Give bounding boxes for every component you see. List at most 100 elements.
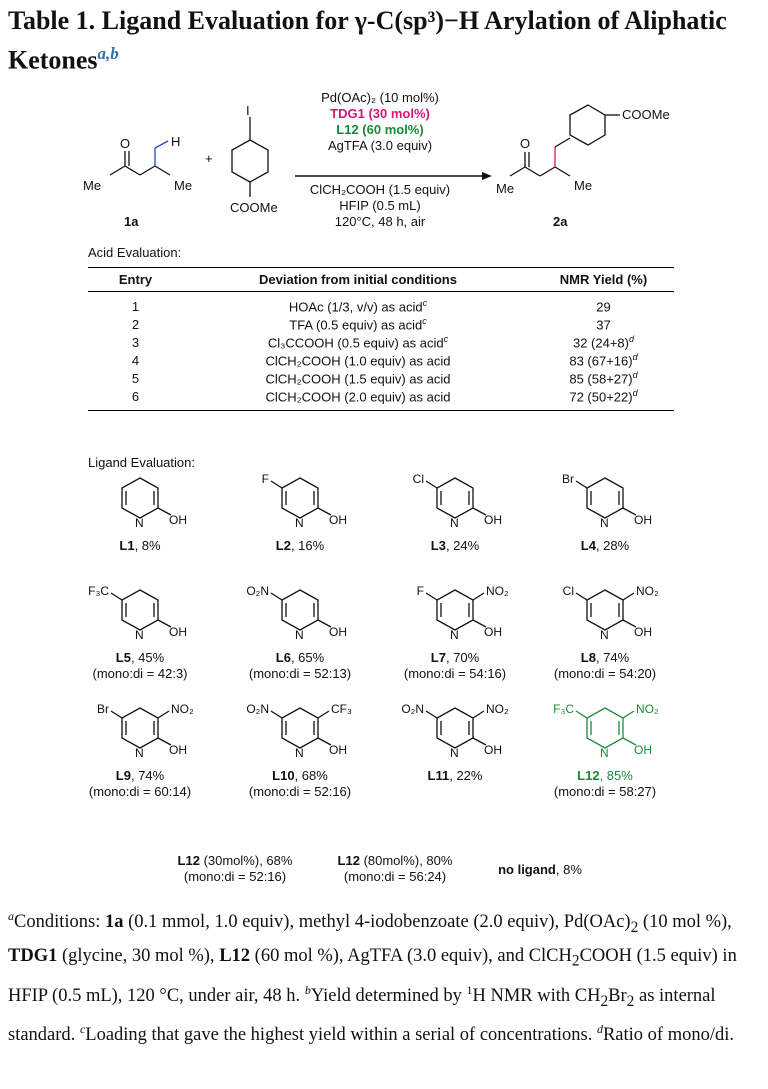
yield-cell: 32 (24+8)d (572, 333, 635, 351)
ligand-id: L3 (430, 538, 446, 553)
yield-cell: 72 (50+22)d (533, 387, 674, 411)
condition-7: 120°C, 48 h, air (334, 214, 426, 229)
ligand-id: L2 (275, 538, 291, 553)
svg-text:N: N (600, 516, 609, 530)
deviation-cell: TFA (0.5 equiv) as acidc (289, 315, 427, 333)
substituent-5: Br (562, 472, 574, 486)
entry-cell: 6 (88, 387, 183, 411)
ligand-id: L12 (577, 768, 600, 783)
yield-cell: 29 (596, 299, 611, 315)
svg-text:Me: Me (83, 178, 101, 193)
substituent-5: Cl (563, 584, 574, 598)
entry-cell: 1 (131, 298, 140, 314)
substituent-3: CF₃ (331, 702, 352, 716)
svg-text:N: N (600, 628, 609, 642)
svg-text:Me: Me (496, 181, 514, 196)
footnotes: aConditions: 1a (0.1 mmol, 1.0 equiv), m… (8, 909, 737, 1046)
ligand-id: L1 (119, 538, 135, 553)
condition-3: L12 (60 mol%) (336, 122, 424, 137)
svg-text:N: N (135, 516, 144, 530)
substituent-5: O₂N (246, 584, 269, 598)
substrate-1a-structure: O Me Me H (83, 134, 192, 193)
ligand-id: L8 (580, 650, 596, 665)
svg-text:N: N (450, 746, 459, 760)
acid-table: Entry Deviation from initial conditions … (88, 267, 674, 411)
svg-text:N: N (295, 516, 304, 530)
substituent-3: NO₂ (171, 702, 194, 716)
extra-result-3: no ligand, 8% (498, 862, 582, 877)
ligand-id: L7 (430, 650, 446, 665)
ligand-id: L5 (115, 650, 131, 665)
entry-cell: 2 (131, 316, 140, 332)
substrate-label: 1a (124, 214, 139, 229)
ligand-id: L9 (115, 768, 131, 783)
svg-text:OH: OH (484, 743, 502, 757)
substituent-5: F₃C (553, 702, 574, 716)
condition-6: HFIP (0.5 mL) (339, 198, 421, 213)
ligand-ratio: (mono:di = 60:14) (88, 784, 192, 799)
table-title: Table 1. Ligand Evaluation for γ-C(sp³)−… (8, 6, 727, 75)
ligand-ratio: (mono:di = 58:27) (553, 784, 657, 799)
ligand-id: L10 (272, 768, 295, 783)
ligand-id: L11 (427, 768, 450, 783)
svg-text:OH: OH (329, 513, 347, 527)
deviation-cell: HOAc (1/3, v/v) as acidc (288, 297, 428, 315)
extra-result-2: L12 (80mol%), 80% (mono:di = 56:24) (337, 853, 453, 884)
substituent-5: F₃C (88, 584, 109, 598)
table-row: 1 HOAc (1/3, v/v) as acidc 29 (88, 292, 674, 316)
product-label: 2a (553, 214, 568, 229)
deviation-cell: ClCH₂COOH (2.0 equiv) as acid (183, 387, 533, 411)
aryl-iodide-structure: I COOMe (230, 103, 278, 215)
svg-text:I: I (246, 103, 250, 118)
svg-text:OH: OH (169, 513, 187, 527)
svg-text:O: O (120, 136, 130, 151)
substituent-5: O₂N (246, 702, 269, 716)
condition-4: AgTFA (3.0 equiv) (327, 138, 433, 153)
entry-cell: 5 (131, 370, 140, 386)
ligand-id: L4 (580, 538, 596, 553)
condition-1: Pd(OAc)₂ (10 mol%) (321, 90, 439, 105)
svg-text:OH: OH (169, 625, 187, 639)
svg-text:Me: Me (174, 178, 192, 193)
svg-text:+: + (205, 151, 213, 166)
svg-text:N: N (295, 746, 304, 760)
substituent-3: NO₂ (486, 584, 509, 598)
svg-text:H: H (171, 134, 180, 149)
condition-5: ClCH₂COOH (1.5 equiv) (309, 182, 451, 197)
svg-text:OH: OH (329, 625, 347, 639)
column-header: Deviation from initial conditions (183, 267, 533, 292)
entry-cell: 4 (131, 352, 140, 368)
reaction-scheme: O Me Me H 1a + I COOMe O Me Me COOMe 2a (83, 103, 670, 229)
substituent-5: Br (97, 702, 109, 716)
svg-text:N: N (135, 746, 144, 760)
substituent-5: F (262, 472, 269, 486)
svg-text:OH: OH (484, 513, 502, 527)
substituent-3: NO₂ (486, 702, 509, 716)
svg-text:N: N (600, 746, 609, 760)
ligand-ratio: (mono:di = 42:3) (92, 666, 188, 681)
ligand-ratio: (mono:di = 52:13) (248, 666, 352, 681)
ligand-section-label: Ligand Evaluation: (88, 455, 195, 470)
deviation-cell: ClCH₂COOH (1.0 equiv) as acid (265, 353, 451, 369)
product-2a-structure: O Me Me COOMe (496, 104, 670, 196)
svg-text:N: N (295, 628, 304, 642)
substituent-3: NO₂ (636, 702, 659, 716)
svg-text:N: N (450, 628, 459, 642)
ligand-id: L6 (275, 650, 291, 665)
svg-text:Me: Me (574, 178, 592, 193)
ligand-ratio: (mono:di = 54:20) (553, 666, 657, 681)
svg-text:N: N (135, 628, 144, 642)
